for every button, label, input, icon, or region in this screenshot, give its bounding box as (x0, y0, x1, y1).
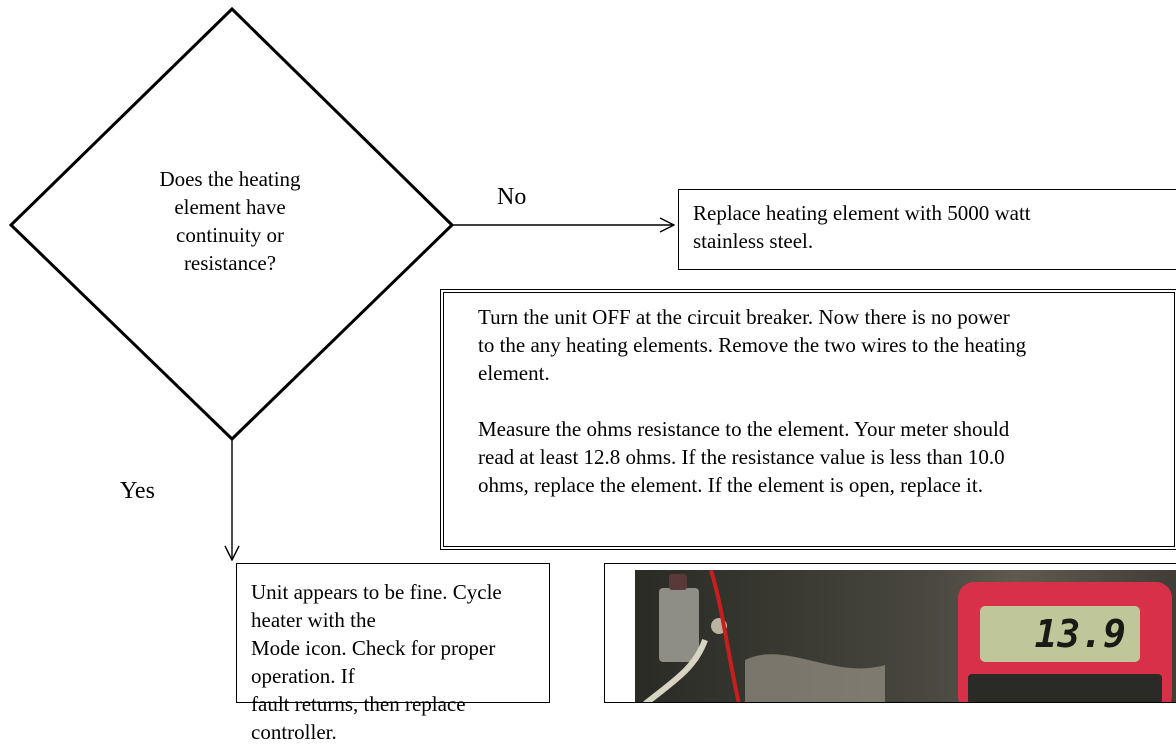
multimeter-dial-panel (968, 674, 1162, 702)
box-line: Mode icon. Check for proper operation. I… (251, 636, 496, 688)
box-line: read at least 12.8 ohms. If the resistan… (478, 445, 1005, 469)
box-line: stainless steel. (693, 229, 814, 253)
box-line: Measure the ohms resistance to the eleme… (478, 417, 1010, 441)
decision-question: Does the heating element have continuity… (110, 165, 350, 277)
measure-instructions-box: Turn the unit OFF at the circuit breaker… (440, 289, 1176, 550)
box-line: Replace heating element with 5000 watt (693, 201, 1031, 225)
thermostat-terminal (669, 574, 687, 590)
decision-line: Does the heating (159, 167, 301, 191)
multimeter-photo: 13.9 (635, 570, 1176, 702)
box-line: to the any heating elements. Remove the … (478, 333, 1027, 357)
unit-fine-box: Unit appears to be fine. Cycle heater wi… (236, 563, 550, 744)
decision-line: continuity or (176, 223, 284, 247)
replace-element-box: Replace heating element with 5000 watt s… (678, 189, 1176, 270)
multimeter-screen (980, 606, 1140, 662)
box-line: ohms, replace the element. If the elemen… (478, 473, 983, 497)
thermostat-body (659, 588, 699, 662)
decision-line: element have (174, 195, 286, 219)
insulation (745, 654, 885, 702)
instructions-paragraph-1: Turn the unit OFF at the circuit breaker… (478, 303, 1166, 387)
photo-scene (643, 570, 1172, 702)
yes-label: Yes (120, 478, 155, 504)
multimeter-photo-frame: 13.9 (604, 563, 1176, 703)
instructions-paragraph-2: Measure the ohms resistance to the eleme… (478, 415, 1166, 499)
flowchart-connectors (8, 6, 1176, 696)
box-line: Unit appears to be fine. Cycle heater wi… (251, 580, 502, 632)
meter-reading: 13.9 (1034, 612, 1126, 656)
decision-line: resistance? (183, 251, 277, 275)
no-label: No (497, 184, 527, 210)
box-line: Turn the unit OFF at the circuit breaker… (478, 305, 1010, 329)
box-line: fault returns, then replace controller. (251, 692, 466, 744)
box-line: element. (478, 361, 550, 385)
red-wire (709, 570, 741, 702)
